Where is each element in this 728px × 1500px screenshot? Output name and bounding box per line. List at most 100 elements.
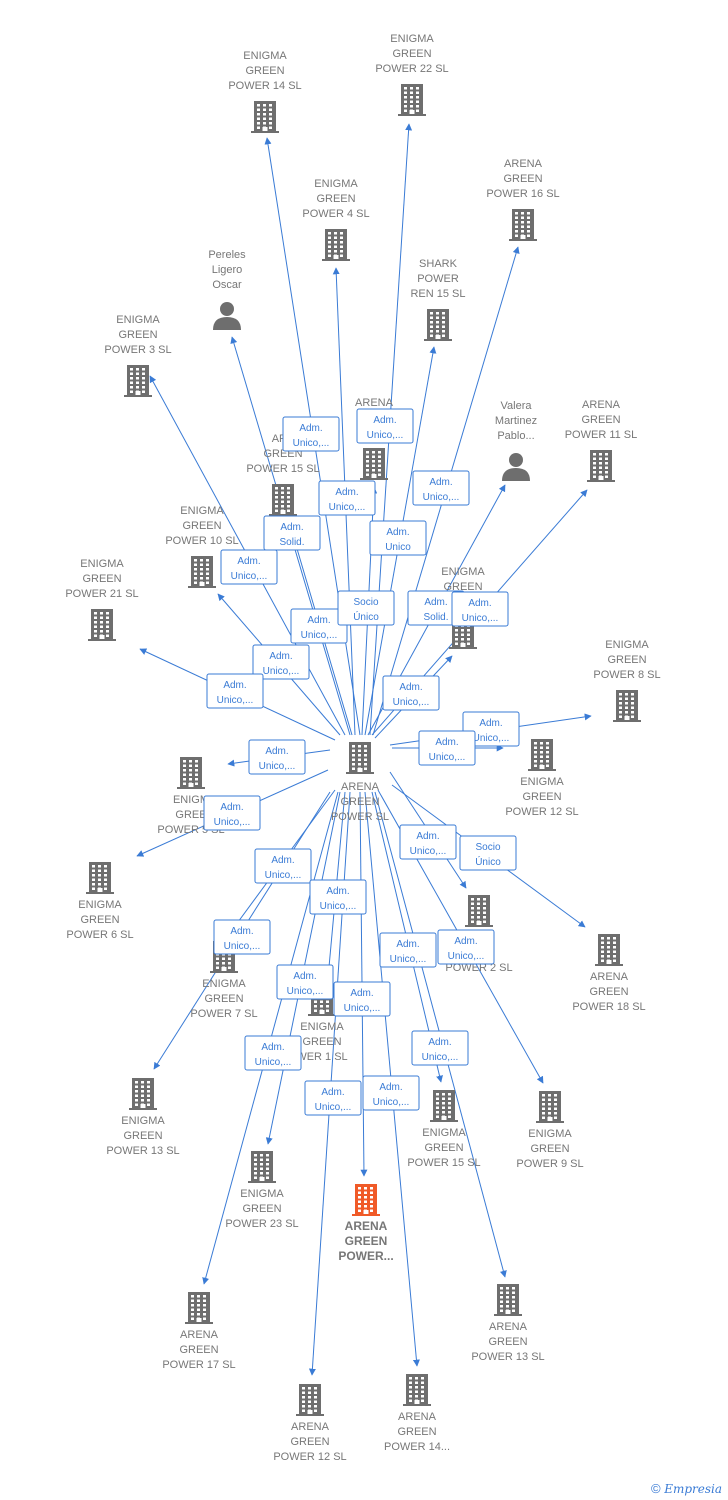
relation-label-text: Único — [353, 610, 379, 623]
node-label: Oscar — [212, 279, 242, 291]
relation-label[interactable]: Adm.Unico,... — [244, 1035, 302, 1071]
relation-label-text: Adm. — [435, 737, 458, 748]
relation-label[interactable]: Adm.Unico,... — [412, 470, 470, 506]
relation-label-text: Unico,... — [473, 733, 510, 744]
relation-label-text: Adm. — [299, 423, 322, 434]
node-label: GREE — [175, 809, 206, 821]
company-node[interactable]: APOWER 2 SL — [445, 895, 513, 974]
relation-label-box — [304, 1080, 362, 1116]
node-label: POWER 14... — [384, 1441, 450, 1453]
relation-label[interactable]: Adm.Unico,... — [333, 981, 391, 1017]
relation-label[interactable]: Adm.Unico,... — [254, 848, 312, 884]
company-node[interactable]: AREGREENPOWER 15 SL — [246, 433, 320, 516]
node-label: GREEN — [589, 986, 628, 998]
relation-label[interactable]: Adm.Unico,... — [462, 711, 520, 747]
relation-label[interactable]: Adm.Unico — [369, 520, 427, 556]
relation-label-box — [337, 590, 395, 626]
relation-label[interactable]: Adm.Unico,... — [276, 964, 334, 1000]
relation-label[interactable]: Adm.Unico,... — [290, 608, 348, 644]
building-icon — [129, 1078, 157, 1110]
relation-label-box — [203, 795, 261, 831]
relation-label[interactable]: Adm.Unico,... — [220, 549, 278, 585]
relation-label-text: Unico,... — [448, 951, 485, 962]
relation-label-text: Unico,... — [410, 846, 447, 857]
relation-label-box — [451, 591, 509, 627]
relation-label-text: Unico,... — [301, 630, 338, 641]
brand-logo[interactable]: Empresia — [664, 1482, 722, 1496]
relation-label[interactable]: Adm.Unico,... — [203, 795, 261, 831]
relation-label[interactable]: Adm.Unico,... — [213, 919, 271, 955]
node-label: WER 1 SL — [296, 1051, 347, 1063]
node-label: Ligero — [212, 264, 243, 276]
person-node[interactable]: ValeraMartinezPablo... — [495, 400, 537, 481]
relation-label[interactable]: Adm.Unico,... — [451, 591, 509, 627]
relation-label-box — [254, 848, 312, 884]
node-label: ARENA — [489, 1321, 528, 1333]
relation-label-box — [206, 673, 264, 709]
relation-label-box — [252, 644, 310, 680]
relation-label[interactable]: Adm.Unico,... — [318, 480, 376, 516]
relation-label[interactable]: Adm.Unico,... — [437, 929, 495, 965]
relation-label-box — [309, 879, 367, 915]
node-label: POWER 13 SL — [471, 1351, 544, 1363]
relation-label[interactable]: Adm.Unico,... — [418, 730, 476, 766]
relation-label[interactable]: Adm.Unico,... — [248, 739, 306, 775]
node-label: ENIGMA — [78, 899, 122, 911]
relation-label[interactable]: Adm.Unico,... — [362, 1075, 420, 1111]
building-icon — [587, 450, 615, 482]
relation-label-text: Unico,... — [265, 870, 302, 881]
relation-label[interactable]: Adm.Unico,... — [282, 416, 340, 452]
relation-label[interactable]: Adm.Unico,... — [309, 879, 367, 915]
company-node[interactable]: ARENAGREENPOWER... — [338, 1184, 394, 1263]
node-label: GREEN — [302, 1036, 341, 1048]
node-label: GREEN — [607, 654, 646, 666]
node-label: GREEN — [182, 520, 221, 532]
relation-label-box — [282, 416, 340, 452]
relation-label-text: Adm. — [321, 1087, 344, 1098]
relation-label[interactable]: Adm.Unico,... — [399, 824, 457, 860]
relation-label[interactable]: Adm.Unico,... — [206, 673, 264, 709]
relation-label-text: Unico,... — [224, 941, 261, 952]
copyright-footer: © Empresia — [651, 1481, 722, 1496]
relation-label[interactable]: Adm.Unico,... — [411, 1030, 469, 1066]
relation-label[interactable]: Adm.Unico,... — [379, 932, 437, 968]
building-icon — [346, 742, 374, 774]
node-label: GREEN — [245, 65, 284, 77]
relation-label[interactable]: Adm.Unico,... — [304, 1080, 362, 1116]
node-label: POWER... — [338, 1249, 393, 1263]
relation-label[interactable]: Adm.Unico,... — [382, 675, 440, 711]
relation-label-text: Unico,... — [422, 1052, 459, 1063]
relation-label[interactable]: Adm.Unico,... — [252, 644, 310, 680]
relation-label-box — [333, 981, 391, 1017]
relation-label[interactable]: Adm.Unico,... — [356, 408, 414, 444]
relation-label[interactable]: Adm.Solid. — [263, 515, 321, 551]
relation-label-box — [459, 835, 517, 871]
relation-label-box — [437, 929, 495, 965]
